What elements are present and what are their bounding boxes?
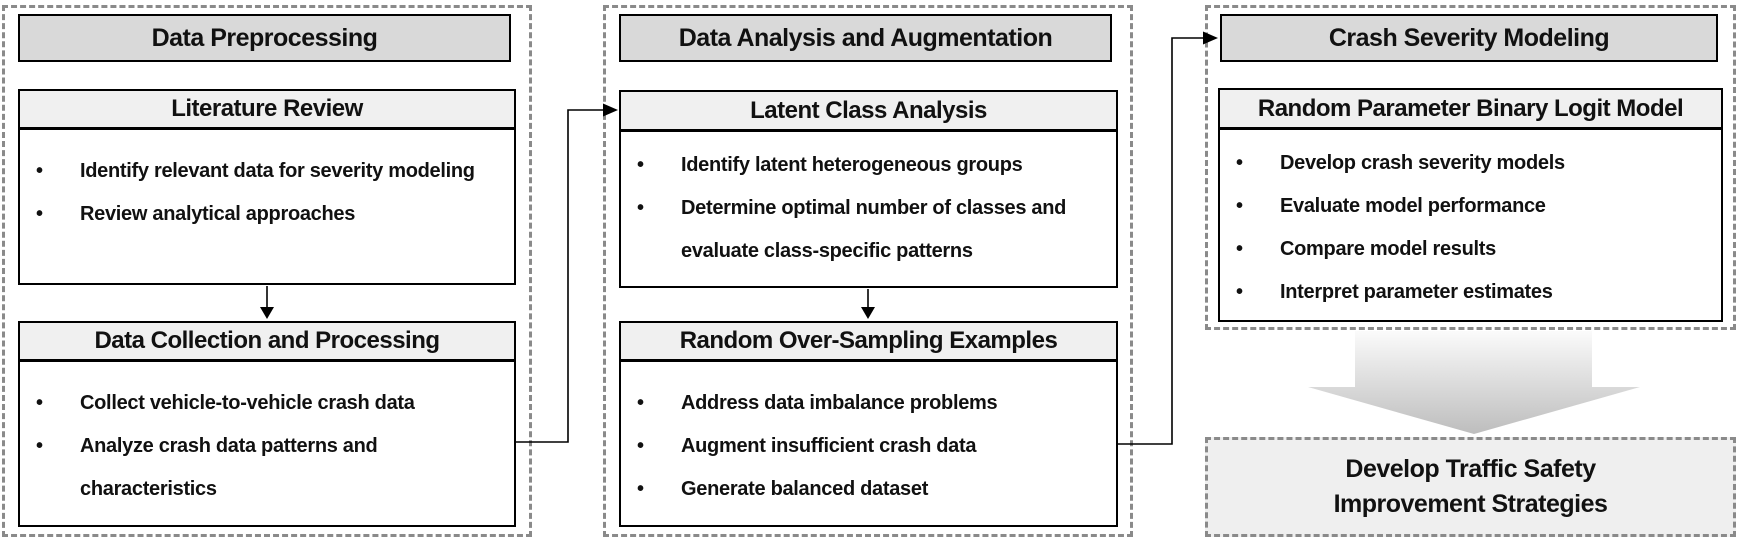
list-item: • Review analytical approaches: [36, 193, 496, 236]
bullet-dot: •: [1236, 152, 1243, 174]
bullet-text: Review analytical approaches: [80, 203, 356, 225]
panel-crash-severity-modeling: [1205, 5, 1736, 330]
bullet-dot: •: [36, 203, 43, 225]
list-item: • Identify latent heterogeneous groups: [637, 144, 1098, 187]
list-item: • Identify relevant data for severity mo…: [36, 150, 496, 193]
list-item: • Compare model results: [1236, 228, 1703, 271]
bullet-dot: •: [1236, 281, 1243, 303]
bullet-dot: •: [1236, 238, 1243, 260]
bullet-text: Compare model results: [1280, 238, 1496, 260]
bullet-text: Augment insufficient crash data: [681, 435, 977, 457]
bullet-list: • Collect vehicle-to-vehicle crash data …: [20, 362, 514, 511]
box-latent-class-analysis: Latent Class Analysis • Identify latent …: [619, 90, 1118, 288]
bullet-dot: •: [36, 435, 43, 457]
bullet-text: Interpret parameter estimates: [1280, 281, 1553, 303]
bullet-dot: •: [637, 435, 644, 457]
bullet-dot: •: [1236, 195, 1243, 217]
bullet-dot: •: [637, 154, 644, 176]
box-random-over-sampling: Random Over-Sampling Examples • Address …: [619, 321, 1118, 527]
column-title-crash-severity-modeling: Crash Severity Modeling: [1220, 14, 1718, 62]
list-item: • Address data imbalance problems: [637, 382, 1098, 425]
bullet-list: • Address data imbalance problems • Augm…: [621, 362, 1116, 511]
list-item: • Analyze crash data patterns and charac…: [36, 425, 496, 511]
list-item: • Determine optimal number of classes an…: [637, 187, 1098, 273]
list-item: • Evaluate model performance: [1236, 185, 1703, 228]
bullet-text: Identify latent heterogeneous groups: [681, 154, 1023, 176]
box-random-parameter-binary-logit: Random Parameter Binary Logit Model • De…: [1218, 88, 1723, 322]
box-header-random-parameter-binary-logit: Random Parameter Binary Logit Model: [1220, 90, 1721, 130]
list-item: • Develop crash severity models: [1236, 142, 1703, 185]
box-header-data-collection-processing: Data Collection and Processing: [20, 323, 514, 362]
box-header-latent-class-analysis: Latent Class Analysis: [621, 92, 1116, 132]
bullet-text: Address data imbalance problems: [681, 392, 998, 414]
bullet-list: • Develop crash severity models • Evalua…: [1220, 130, 1721, 314]
list-item: • Collect vehicle-to-vehicle crash data: [36, 382, 496, 425]
bullet-text: Collect vehicle-to-vehicle crash data: [80, 392, 415, 414]
bullet-text: Determine optimal number of classes and …: [681, 197, 1067, 262]
bullet-text: Identify relevant data for severity mode…: [80, 160, 475, 182]
bullet-list: • Identify latent heterogeneous groups •…: [621, 132, 1116, 273]
box-develop-traffic-safety-strategies: Develop Traffic Safety Improvement Strat…: [1205, 437, 1736, 537]
list-item: • Generate balanced dataset: [637, 468, 1098, 511]
box-header-random-over-sampling: Random Over-Sampling Examples: [621, 323, 1116, 362]
column-title-data-preprocessing: Data Preprocessing: [18, 14, 511, 62]
bullet-text: Develop crash severity models: [1280, 152, 1565, 174]
box-data-collection-processing: Data Collection and Processing • Collect…: [18, 321, 516, 527]
box-header-literature-review: Literature Review: [20, 91, 514, 130]
bullet-dot: •: [36, 392, 43, 414]
column-title-data-analysis-augmentation: Data Analysis and Augmentation: [619, 14, 1112, 62]
bullet-text: Evaluate model performance: [1280, 195, 1546, 217]
big-down-arrow-icon: [1308, 331, 1640, 434]
bullet-list: • Identify relevant data for severity mo…: [20, 130, 514, 236]
list-item: • Interpret parameter estimates: [1236, 271, 1703, 314]
bullet-text: Generate balanced dataset: [681, 478, 929, 500]
outcome-line-1: Develop Traffic Safety: [1345, 455, 1596, 483]
bullet-dot: •: [637, 478, 644, 500]
bullet-text: Analyze crash data patterns and characte…: [80, 435, 378, 500]
bullet-dot: •: [36, 160, 43, 182]
box-literature-review: Literature Review • Identify relevant da…: [18, 89, 516, 285]
bullet-dot: •: [637, 392, 644, 414]
outcome-line-2: Improvement Strategies: [1333, 490, 1608, 518]
bullet-dot: •: [637, 197, 644, 219]
list-item: • Augment insufficient crash data: [637, 425, 1098, 468]
